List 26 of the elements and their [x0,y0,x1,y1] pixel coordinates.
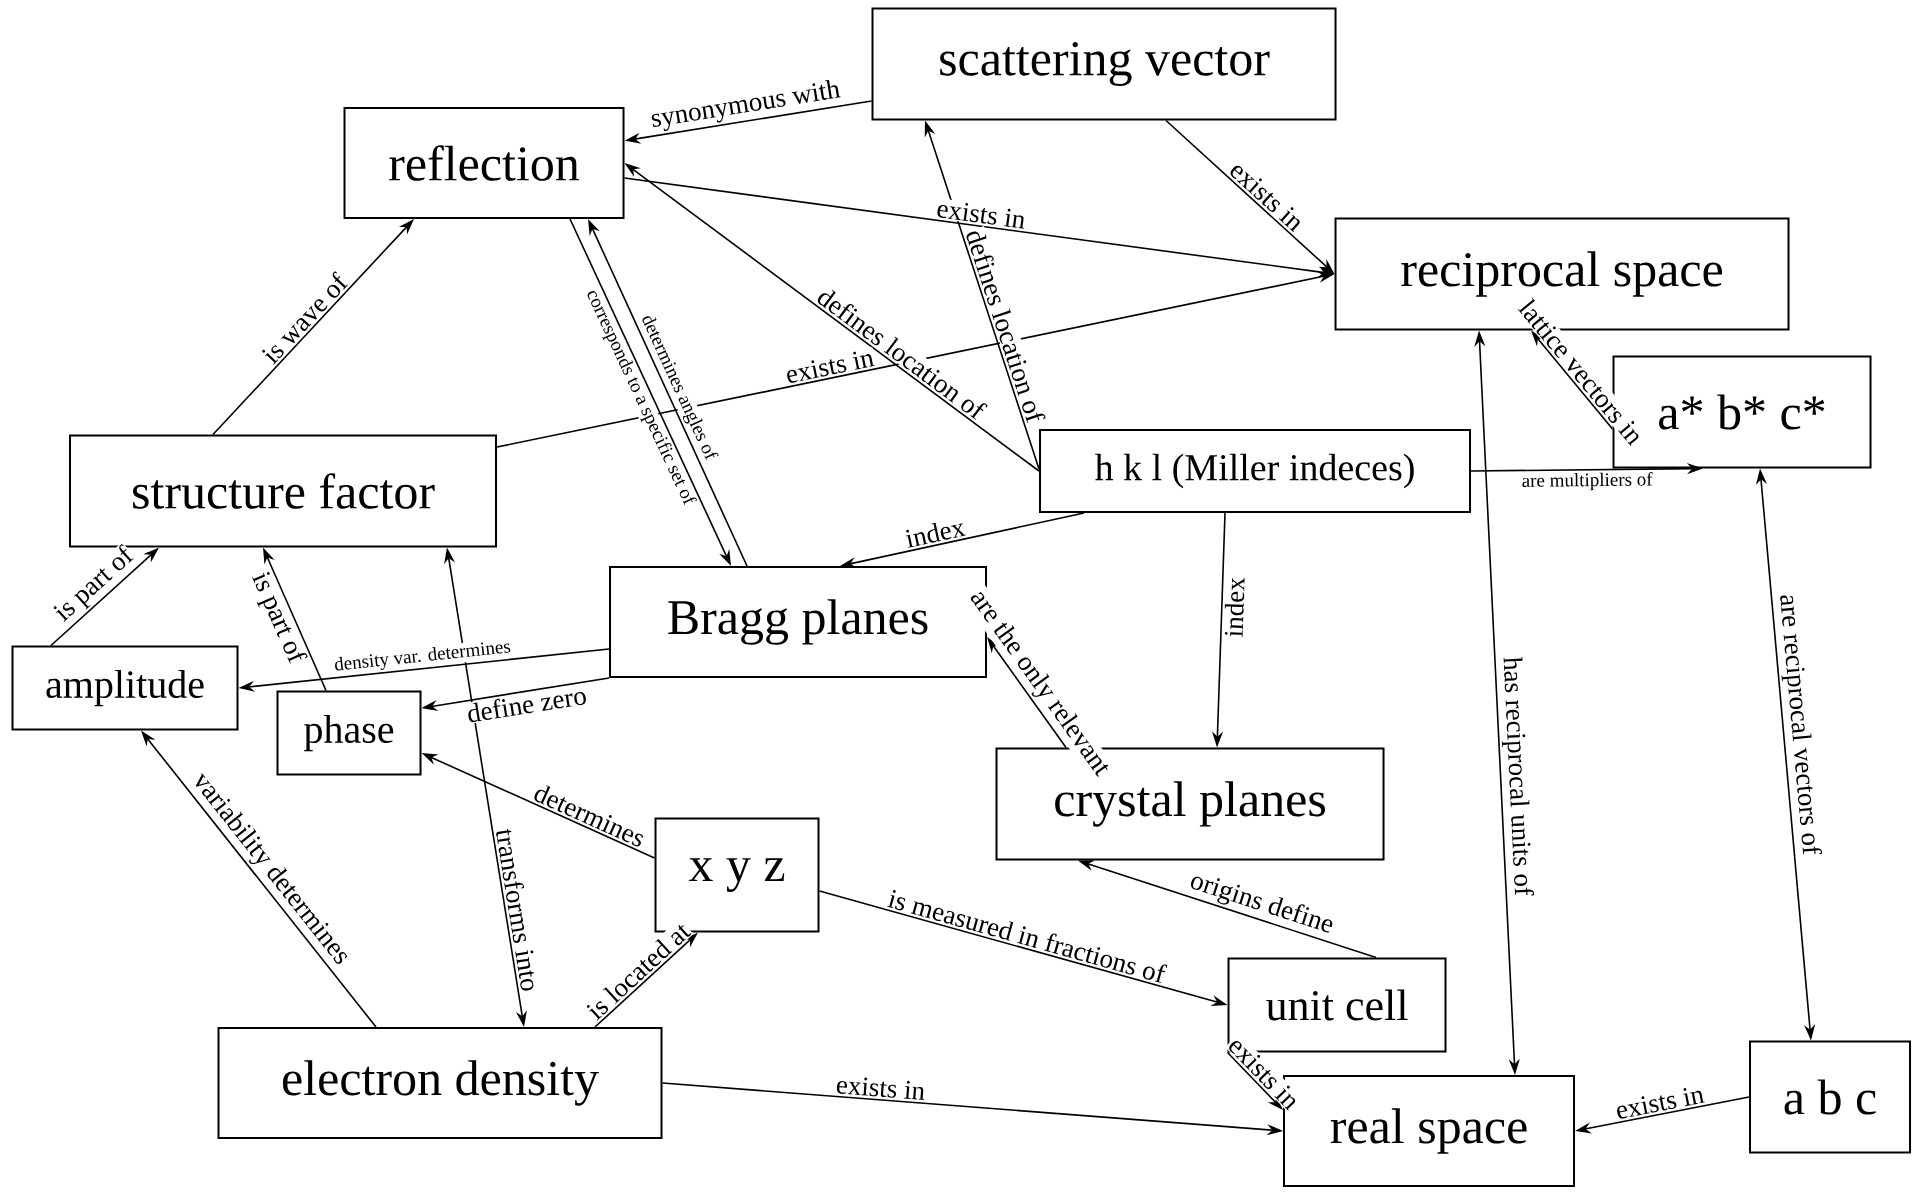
edge-label: define zero [464,683,589,725]
concept-box: reflection [343,107,625,219]
edge-label: exists in [934,197,1028,231]
edge-label: density var. determines [332,637,513,676]
edge-label: exists in [834,1074,927,1102]
edge-label: exists in [1613,1083,1707,1121]
edge-label: is measured in fractions of [885,886,1169,985]
concept-box: phase [276,690,422,776]
concept-box: h k l (Miller indeces) [1039,429,1471,513]
edge-label: exists in [782,346,877,386]
concept-box: scattering vector [871,7,1337,121]
edge-label: is part of [49,542,140,628]
edge-label: has reciprocal units of [1496,655,1536,898]
edge-label: index [902,515,968,550]
concept-box: electron density [217,1027,663,1139]
edge-label: is wave of [257,269,351,367]
edge-label: transforms into [494,826,542,994]
edge-label: index [1222,575,1246,639]
concept-box: a b c [1749,1040,1911,1154]
edge-label: are multipliers of [1520,471,1654,492]
arrow [1226,1051,1283,1110]
edge-label: is part of [245,567,310,669]
edge-label: origins define [1185,867,1338,941]
edge-label: are reciprocal vectors of [1773,592,1824,857]
edge-label: synonymous with [648,77,844,135]
concept-box: amplitude [11,645,239,731]
